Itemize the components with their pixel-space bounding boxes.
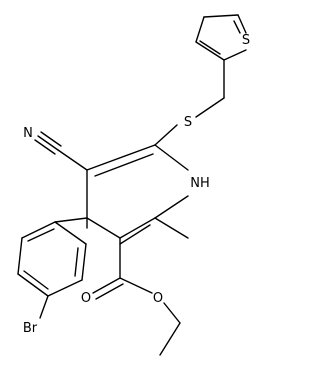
bond-c6-n1 <box>154 144 189 171</box>
bond-triple-2 <box>34 139 56 155</box>
bond-thiophene-c4-c5 <box>203 14 239 18</box>
bond-c5-c6-double <box>94 153 154 177</box>
bond-thiophene-c2-c3-inner <box>199 40 221 55</box>
bond-carbonyl-double <box>92 277 121 294</box>
bond-o-ch2 <box>163 302 181 324</box>
nitrile-nitrogen-label: N <box>23 126 33 141</box>
bond-thiophene-c3-c4 <box>195 16 205 43</box>
bond-aryl-6-inner <box>27 228 55 242</box>
bond-aryl-br <box>39 295 49 319</box>
bond-triple-1 <box>37 135 59 151</box>
bond-c5-c6 <box>86 144 156 171</box>
ester-group <box>92 237 181 356</box>
thiophene-ring <box>195 14 247 61</box>
carbonyl-oxygen-label: O <box>81 291 91 306</box>
nh-label: NH <box>190 176 210 191</box>
bond-thiophene-c5-s-inner <box>233 20 241 34</box>
bond-ch2-s <box>195 97 225 118</box>
bond-aryl-4 <box>17 273 49 297</box>
bond-c3-c4 <box>86 217 121 239</box>
bond-c5-cn <box>57 149 88 171</box>
bond-c2-methyl <box>154 217 189 239</box>
bond-triple-3 <box>40 131 62 147</box>
bond-s-c6 <box>154 124 178 146</box>
bond-thiophene-c5-s <box>237 14 247 34</box>
bond-carbonyl-double-2 <box>95 283 124 300</box>
bond-c2-c3 <box>119 217 156 239</box>
bond-thiophene-s-c2 <box>223 49 247 61</box>
thioether-linker <box>154 59 225 146</box>
bond-aryl-4-inner <box>23 270 49 290</box>
bromophenyl-ring <box>17 217 88 319</box>
bromine-label: Br <box>23 321 38 336</box>
nitrile-group <box>34 131 88 171</box>
molecule-canvas: S S N NH Br O O <box>0 0 262 367</box>
bond-aryl-2 <box>81 243 87 281</box>
bond-thiophene-c2-c3 <box>195 41 225 61</box>
bond-aryl-5 <box>17 237 23 275</box>
bond-c2-c3-double <box>119 224 151 245</box>
ester-oxygen-label: O <box>153 291 163 306</box>
bond-n1-c2 <box>154 195 189 219</box>
bond-c4-aryl <box>54 217 88 223</box>
bond-aryl-3 <box>47 279 83 297</box>
bond-c-oester <box>119 277 153 294</box>
bond-aryl-1 <box>54 221 87 245</box>
thiophene-sulfur-label: S <box>242 33 250 48</box>
bond-ch2-ch3 <box>159 322 181 356</box>
molecule-structure-diagram: S S N NH Br O O <box>0 0 262 367</box>
bond-aryl-6 <box>21 221 56 239</box>
thioether-sulfur-label: S <box>184 115 192 130</box>
canvas-background <box>0 0 262 367</box>
bond-aryl-2-inner <box>74 247 79 277</box>
dihydropyridine-ring <box>86 144 189 245</box>
